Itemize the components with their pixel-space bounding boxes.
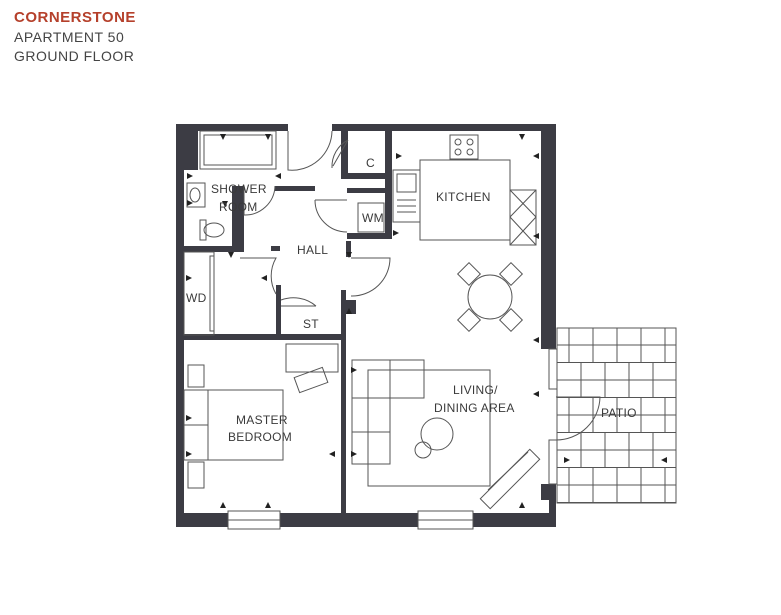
light-marker — [187, 173, 193, 179]
light-marker — [186, 275, 192, 281]
light-marker — [265, 502, 271, 508]
light-marker — [186, 451, 192, 457]
light-marker — [533, 391, 539, 397]
light-marker — [187, 200, 193, 206]
light-marker — [228, 252, 234, 258]
light-marker — [393, 230, 399, 236]
label-store: ST — [303, 317, 319, 331]
bedroom-furniture — [183, 251, 339, 489]
outer-walls — [176, 124, 556, 527]
label-shower-room-2: ROOM — [219, 200, 258, 214]
dining-set — [456, 261, 524, 333]
label-shower-room-1: SHOWER — [211, 182, 267, 196]
light-marker — [396, 153, 402, 159]
bathroom-fittings — [186, 130, 277, 241]
light-marker — [351, 367, 357, 373]
light-marker — [329, 451, 335, 457]
living-furniture — [351, 359, 541, 510]
label-master-bedroom-1: MASTER — [236, 413, 288, 427]
label-washing-machine: WM — [362, 211, 384, 225]
floor-level: GROUND FLOOR — [14, 48, 135, 64]
label-hall: HALL — [297, 243, 328, 257]
light-marker — [533, 233, 539, 239]
label-master-bedroom-2: BEDROOM — [228, 430, 292, 444]
kitchen-fittings — [357, 134, 537, 246]
light-marker — [220, 134, 226, 140]
light-marker — [351, 451, 357, 457]
label-living-2: DINING AREA — [434, 401, 515, 415]
interior-walls — [180, 131, 392, 520]
light-marker — [661, 457, 667, 463]
label-living-1: LIVING/ — [453, 383, 498, 397]
apartment-number: APARTMENT 50 — [14, 29, 125, 45]
light-marker — [186, 415, 192, 421]
light-marker — [519, 502, 525, 508]
label-cupboard: C — [366, 156, 375, 170]
light-marker — [519, 134, 525, 140]
windows — [227, 348, 558, 530]
door-swings — [240, 130, 601, 441]
label-patio: PATIO — [601, 406, 637, 420]
light-marker — [564, 457, 570, 463]
light-marker — [533, 153, 539, 159]
light-marker — [222, 201, 228, 207]
label-kitchen: KITCHEN — [436, 190, 491, 204]
light-marker — [220, 502, 226, 508]
light-marker — [533, 337, 539, 343]
development-name: CORNERSTONE — [14, 9, 136, 26]
light-marker — [265, 134, 271, 140]
header: CORNERSTONE APARTMENT 50 GROUND FLOOR — [14, 8, 136, 66]
label-wardrobe: WD — [186, 291, 207, 305]
light-marker — [261, 275, 267, 281]
light-marker — [275, 173, 281, 179]
light-markers — [186, 134, 667, 508]
light-marker — [346, 252, 352, 258]
light-marker — [346, 308, 352, 314]
